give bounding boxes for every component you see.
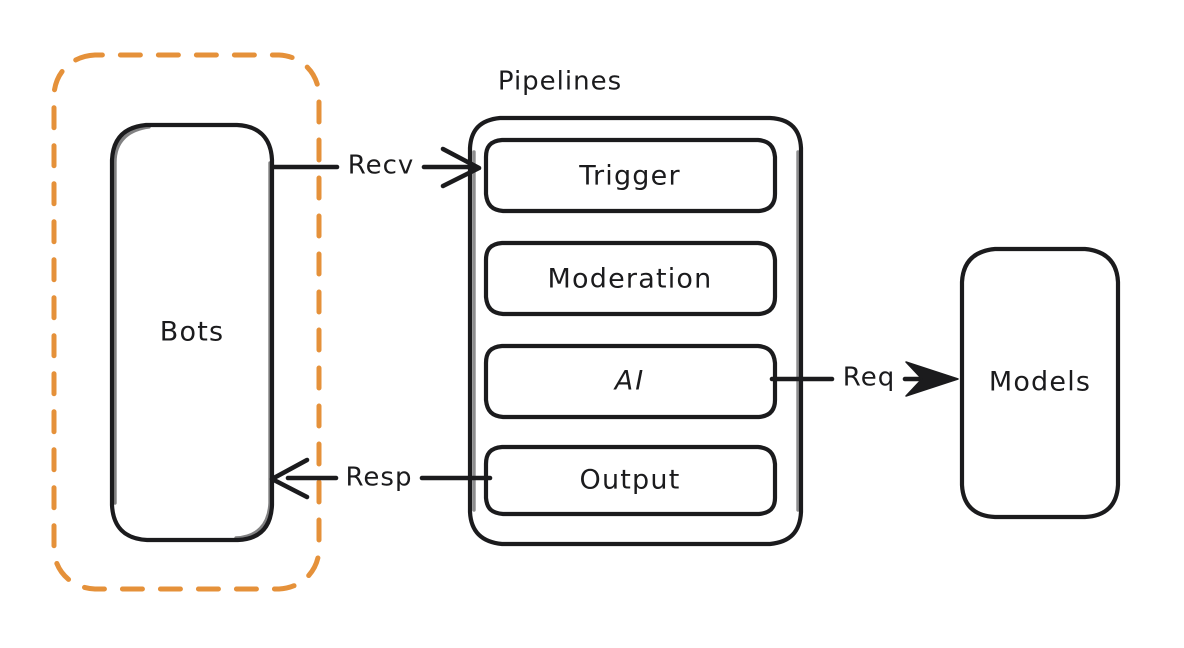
output-label: Output [580,465,681,496]
edge-recv[interactable]: Recv [270,146,482,189]
resp-label: Resp [346,463,413,493]
node-models[interactable]: Models [959,246,1121,520]
req-label: Req [843,363,895,393]
pipelines-box-sketch-overlay [472,150,800,512]
pipelines-box-outline [467,115,804,547]
resp-arrow-head [269,457,310,500]
moderation-label: Moderation [548,264,713,295]
recv-label: Recv [348,151,415,181]
recv-arrow-head [440,146,482,189]
bots-group-container[interactable] [51,52,322,592]
models-box-outline [959,246,1121,520]
edge-resp[interactable]: Resp [269,457,493,500]
node-trigger[interactable]: Trigger [483,137,778,214]
models-label: Models [989,367,1091,398]
pipelines-group-container[interactable] [467,115,804,547]
bots-label: Bots [160,317,225,348]
moderation-box-outline [483,240,778,317]
edge-req[interactable]: Req [769,361,959,397]
ai-box-outline [483,343,778,420]
bots-box-sketch-overlay [113,125,272,540]
output-box-outline [483,444,778,517]
trigger-label: Trigger [578,161,681,192]
bots-group-dashed-border [51,52,322,592]
node-output[interactable]: Output [483,444,778,517]
req-arrow-head [905,361,959,397]
ai-label: AI [613,366,645,397]
bots-box-outline [109,122,275,543]
node-ai[interactable]: AI [483,343,778,420]
pipelines-group-title: Pipelines [498,67,622,97]
node-bots[interactable]: Bots [109,122,275,543]
node-moderation[interactable]: Moderation [483,240,778,317]
trigger-box-outline [483,137,778,214]
